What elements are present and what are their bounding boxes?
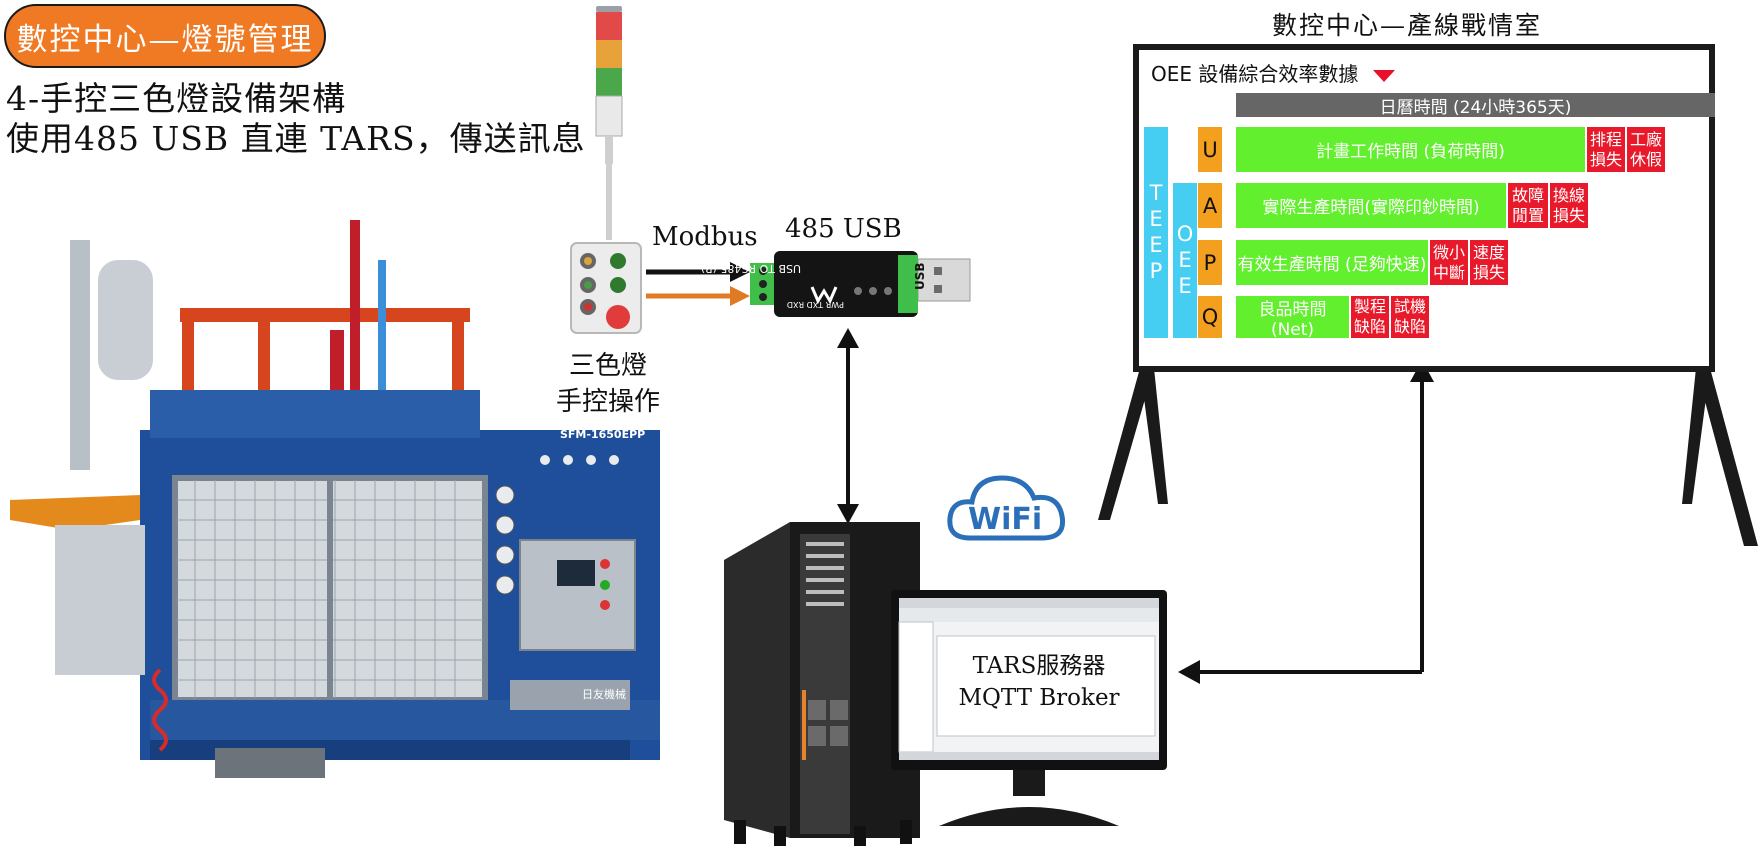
actual-production-bar: 實際生產時間(實際印鈔時間) (1236, 183, 1506, 228)
process-defect: 製程缺陷 (1349, 296, 1389, 338)
oee-label: OEE (1173, 221, 1197, 300)
wifi-label: WiFi (968, 502, 1043, 537)
tri-color-light-line-2: 手控操作 (555, 387, 660, 417)
intro-line-2: 使用485 USB 直連 TARS，傳送訊息 (6, 119, 586, 158)
schedule-loss: 排程損失 (1585, 127, 1625, 172)
display-stand (1098, 368, 1758, 546)
usb-device-text: USB TO RS485 (B) (701, 262, 801, 275)
control-box-icon (570, 242, 642, 334)
good-product-bar: 良品時間 (Net) (1236, 296, 1349, 340)
letter-p: P (1198, 240, 1222, 285)
letter-q: Q (1198, 296, 1222, 338)
tower-light-icon (595, 6, 623, 164)
machine-model-label: SFM-1650EPP (560, 428, 645, 441)
oee-bar: OEE (1173, 183, 1197, 338)
calendar-time-bar: 日曆時間 (24小時365天) (1236, 93, 1715, 118)
planned-time-bar: 計畫工作時間 (負荷時間) (1236, 127, 1585, 172)
tri-color-light-label: 三色燈 手控操作 (548, 348, 668, 420)
teep-bar: TEEP (1144, 127, 1168, 338)
oee-title: OEE 設備綜合效率數據 (1151, 58, 1395, 87)
teep-label: TEEP (1144, 180, 1168, 285)
machine-brand-label: 日友機械 (582, 687, 626, 701)
usb-server-arrow (837, 328, 859, 524)
minor-stop: 微小中斷 (1428, 240, 1468, 285)
usb485-adapter-icon: USB USB TO RS485 (B) PWR TXD RXD (701, 251, 971, 317)
server-line-2: MQTT Broker (958, 685, 1120, 711)
war-room-title: 數控中心—產線戰情室 (1272, 11, 1543, 40)
wifi-cloud-icon (947, 475, 1066, 541)
usb-pin-labels: PWR TXD RXD (787, 300, 844, 309)
tower-light-pole (606, 160, 612, 240)
oee-display: OEE 設備綜合效率數據 日曆時間 (24小時365天) TEEP OEE U … (1133, 44, 1715, 372)
trial-defect: 試機缺陷 (1389, 296, 1429, 338)
modbus-label: Modbus (652, 222, 758, 252)
server-line-1: TARS服務器 (972, 653, 1106, 679)
dropdown-triangle-icon[interactable] (1372, 69, 1395, 82)
server-text: TARS服務器 MQTT Broker (948, 650, 1130, 714)
letter-a: A (1198, 183, 1222, 228)
modbus-arrows (646, 262, 750, 306)
breakdown-idle: 故障閒置 (1506, 183, 1548, 228)
server-tower-icon (724, 522, 920, 846)
tri-color-light-line-1: 三色燈 (568, 351, 647, 381)
machine-illustration: SFM-1650EPP 日友機械 (10, 220, 660, 778)
usb485-label: 485 USB (785, 214, 902, 244)
title-badge: 數控中心—燈號管理 (4, 4, 326, 68)
letter-u: U (1198, 127, 1222, 172)
usb-side-label: USB (913, 262, 927, 290)
effective-production-bar: 有效生產時間 (足夠快速) (1236, 240, 1428, 285)
changeover-loss: 換線損失 (1548, 183, 1588, 228)
intro-line-1: 4-手控三色燈設備架構 (6, 79, 347, 118)
speed-loss: 速度損失 (1468, 240, 1508, 285)
factory-holiday: 工廠休假 (1625, 127, 1665, 172)
oee-title-text: OEE 設備綜合效率數據 (1151, 62, 1359, 86)
server-monitor-icon (891, 590, 1167, 826)
